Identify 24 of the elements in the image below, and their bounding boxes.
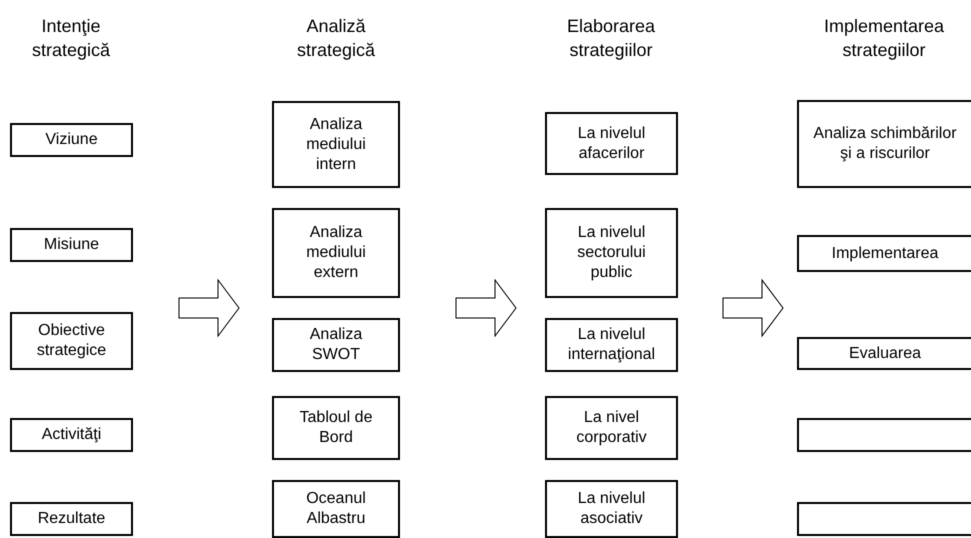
process-box: Activităţi — [10, 418, 133, 452]
process-box: Viziune — [10, 123, 133, 157]
process-box: Rezultate — [10, 502, 133, 536]
column-heading: Elaborarea strategiilor — [566, 15, 656, 62]
process-box: Evaluarea — [797, 337, 971, 370]
process-box: Analiza schimbărilor şi a riscurilor — [797, 100, 971, 188]
process-box: La nivel corporativ — [545, 396, 678, 460]
column-heading: Analiză strategică — [296, 15, 376, 62]
column-heading: Intenţie strategică — [30, 15, 112, 62]
process-box: Misiune — [10, 228, 133, 262]
process-box: Tabloul de Bord — [272, 396, 400, 460]
process-box: La nivelul asociativ — [545, 480, 678, 538]
column-heading: Implementarea strategiilor — [822, 15, 946, 62]
process-box: Analiza mediului intern — [272, 101, 400, 188]
process-box: Oceanul Albastru — [272, 480, 400, 538]
process-box: Implementarea — [797, 235, 971, 272]
process-box: Obiective strategice — [10, 312, 133, 370]
empty-box — [797, 502, 971, 536]
process-box: La nivelul afacerilor — [545, 112, 678, 175]
empty-box — [797, 418, 971, 452]
process-box: Analiza mediului extern — [272, 208, 400, 298]
process-box: La nivelul sectorului public — [545, 208, 678, 298]
process-box: Analiza SWOT — [272, 318, 400, 372]
process-box: La nivelul internaţional — [545, 318, 678, 372]
